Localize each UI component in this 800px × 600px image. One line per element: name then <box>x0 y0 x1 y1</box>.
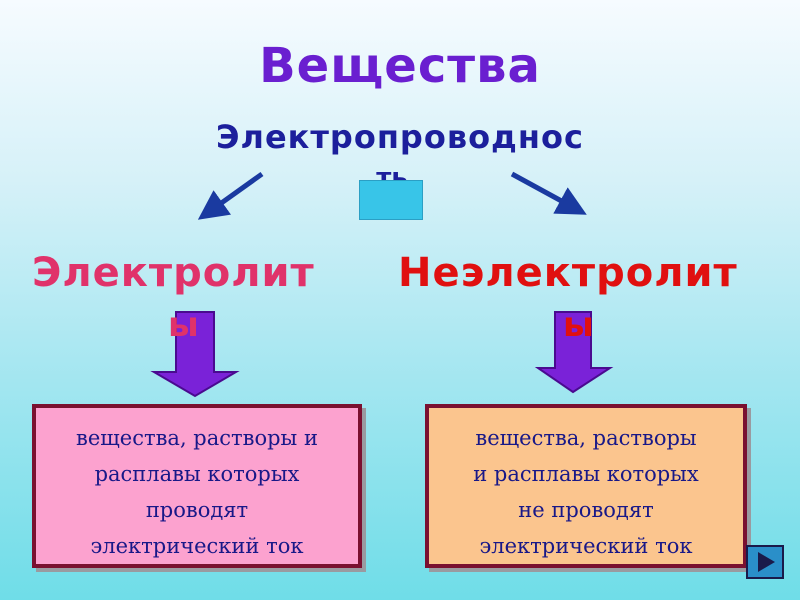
nonelectrolytes-heading: Неэлектролит <box>398 250 738 296</box>
electrolytes-definition: вещества, растворы и расплавы которых пр… <box>32 404 362 568</box>
next-slide-button[interactable] <box>746 545 784 579</box>
block-arrow-down-icon <box>150 311 240 398</box>
highlight-box <box>359 180 423 220</box>
play-next-icon <box>758 552 775 572</box>
nonelectrolytes-definition: вещества, растворы и расплавы которых не… <box>425 404 747 568</box>
definition-line: вещества, растворы <box>475 426 697 450</box>
definition-line: расплавы которых <box>94 462 300 486</box>
subtitle-electroconductivity: Электропроводнос <box>216 118 584 156</box>
nonelectrolytes-heading-ending: ы <box>563 305 594 345</box>
definition-line: электрический ток <box>90 534 304 558</box>
electrolytes-heading: Электролит <box>32 250 315 296</box>
definition-line: проводят <box>145 498 249 522</box>
page-title: Вещества <box>259 38 541 94</box>
definition-line: электрический ток <box>479 534 693 558</box>
arrow-down-left-icon <box>197 171 264 220</box>
definition-line: вещества, растворы и <box>76 426 318 450</box>
definition-line: и расплавы которых <box>473 462 699 486</box>
electrolytes-heading-ending: ы <box>168 305 199 345</box>
definition-line: не проводят <box>518 498 654 522</box>
arrow-down-right-icon <box>510 171 587 215</box>
block-arrow-down-icon <box>534 311 614 394</box>
